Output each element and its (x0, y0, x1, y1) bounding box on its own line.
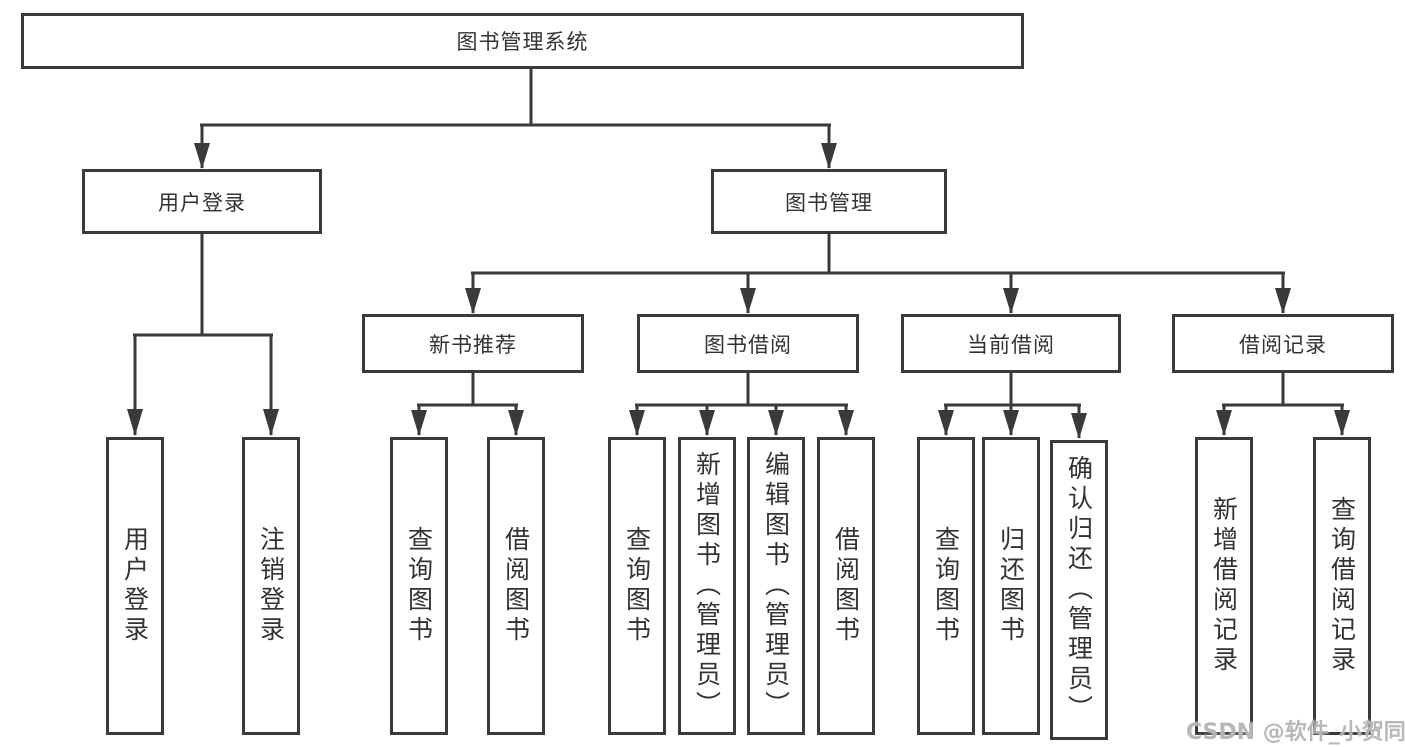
leaf-recd-add-record: 新增借阅记录 (1195, 437, 1253, 735)
node-root: 图书管理系统 (21, 13, 1024, 69)
node-user-login: 用户登录 (82, 169, 322, 234)
node-book-borrow: 图书借阅 (637, 314, 859, 373)
leaf-cur-confirm-return: 确认归还（管理员） (1050, 440, 1108, 740)
leaf-logout: 注销登录 (242, 437, 300, 735)
leaf-bor-query-books: 查询图书 (608, 437, 666, 735)
node-borrow-records: 借阅记录 (1172, 314, 1394, 373)
connector-book-borrow-to-leaves (629, 373, 854, 436)
leaf-user-login: 用户登录 (106, 437, 164, 735)
connector-new-book-rec-to-leaves (411, 373, 524, 436)
connector-borrow-records-to-leaves (1216, 373, 1350, 436)
connector-root-to-level2 (194, 69, 837, 169)
leaf-recd-query-record: 查询借阅记录 (1313, 437, 1371, 735)
leaf-bor-add-books: 新增图书（管理员） (678, 437, 736, 735)
leaf-bor-borrow-books: 借阅图书 (817, 437, 875, 735)
connector-current-borrow-to-leaves (938, 373, 1087, 439)
node-book-mgmt: 图书管理 (711, 169, 947, 234)
leaf-rec-query-books: 查询图书 (390, 437, 448, 735)
leaf-rec-borrow-books: 借阅图书 (487, 437, 545, 735)
csdn-watermark: CSDN @软件_小贺同学 (1186, 720, 1405, 745)
node-new-book-rec: 新书推荐 (362, 314, 584, 373)
leaf-cur-return-books: 归还图书 (982, 437, 1040, 735)
connector-book-mgmt-to-level3 (465, 234, 1291, 314)
node-current-borrow: 当前借阅 (901, 314, 1121, 373)
leaf-cur-query-books: 查询图书 (917, 437, 975, 735)
connector-user-login-to-leaves (127, 234, 279, 436)
leaf-bor-edit-books: 编辑图书（管理员） (747, 437, 805, 735)
